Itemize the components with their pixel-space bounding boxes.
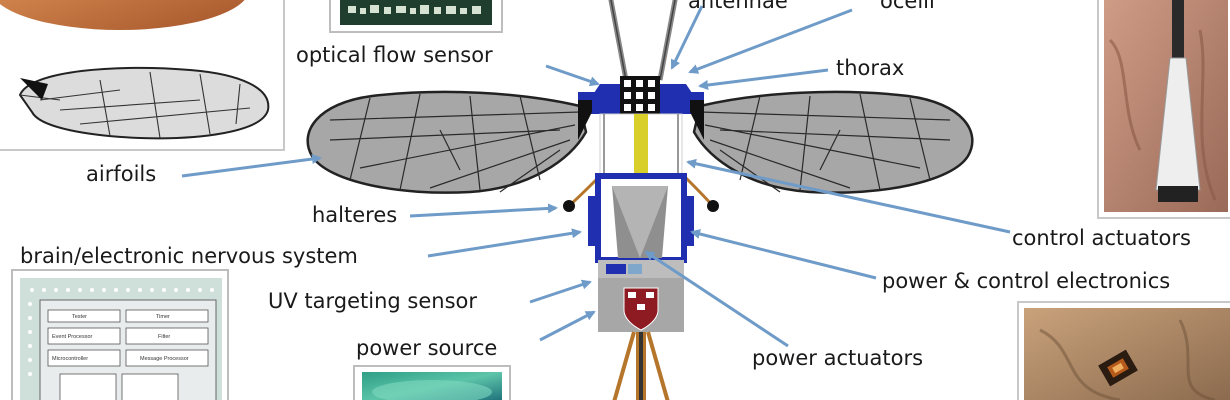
arrow-airfoils [181, 154, 322, 178]
photo-actuator-on-penny [1097, 0, 1230, 219]
label-power-actuators: power actuators [752, 346, 924, 370]
arrow-power-control-electronics [690, 229, 877, 280]
arrow-control-actuators [686, 158, 1011, 234]
arrow-halteres [409, 203, 558, 218]
label-brain: brain/electronic nervous system [20, 244, 358, 268]
label-ocelli: ocelli [880, 0, 935, 13]
chip-block-tester: Tester [72, 314, 87, 320]
label-control-actuators: control actuators [1012, 226, 1191, 250]
label-optical-flow-sensor: optical flow sensor [296, 43, 493, 67]
arrow-power-source [539, 310, 596, 342]
label-thorax: thorax [836, 56, 905, 80]
right-wing [692, 90, 974, 194]
label-halteres: halteres [312, 203, 398, 227]
arrow-thorax [698, 68, 829, 90]
chip-block-message-processor: Message Processor [140, 356, 189, 362]
label-antennae: antennae [688, 0, 788, 13]
arrow-antennae [670, 5, 704, 70]
chip-block-event-processor: Event Processor [52, 334, 93, 340]
arrow-brain [427, 228, 582, 258]
label-power-control-electronics: power & control electronics [882, 269, 1171, 293]
arrow-power-actuators [644, 250, 789, 348]
photo-brain-chip: Tester Timer Event Processor Filter Micr… [11, 269, 229, 400]
left-wing [306, 90, 588, 194]
arrow-ocelli [688, 8, 853, 74]
photo-optical-sensor [329, 0, 503, 33]
photo-electronics-on-coin [1017, 301, 1230, 400]
chip-block-filter: Filter [158, 334, 170, 340]
label-airfoils: airfoils [86, 162, 157, 186]
insect-body [563, 0, 719, 400]
arrow-optical-flow-sensor [545, 64, 600, 87]
chip-block-timer: Timer [156, 314, 170, 320]
photo-power-source [353, 365, 511, 400]
label-power-source: power source [356, 336, 498, 360]
photo-wing-with-coin [0, 0, 285, 151]
label-uv-sensor: UV targeting sensor [268, 289, 478, 313]
chip-block-microcontroller: Microcontroller [52, 356, 88, 362]
arrow-uv-sensor [529, 279, 592, 304]
pointer-arrows [181, 5, 1011, 348]
